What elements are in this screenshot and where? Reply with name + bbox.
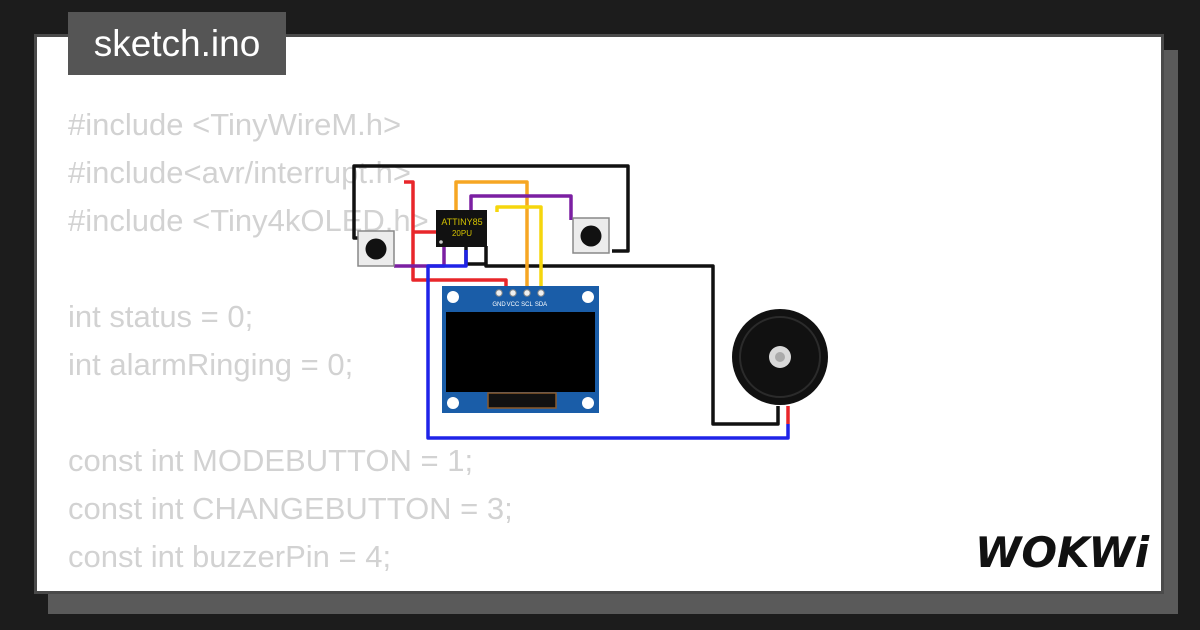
oled-pin-label: SDA [535, 302, 547, 308]
code-line: const int CHANGEBUTTON = 3; [68, 491, 513, 526]
wokwi-logo: WOKWi [975, 528, 1150, 577]
wire-blue [426, 250, 790, 440]
wire-orange-scl [454, 180, 529, 291]
wire-black-top [352, 164, 630, 253]
chip-label-line2: 20PU [452, 229, 472, 238]
code-line: int status = 0; [68, 299, 254, 334]
wire-purple-right [469, 194, 573, 220]
push-button-left[interactable] [357, 230, 395, 267]
oled-pin[interactable] [495, 289, 503, 297]
oled-pin[interactable] [537, 289, 545, 297]
chip-label-line1: ATTINY85 [441, 217, 482, 227]
push-button-right[interactable] [572, 217, 610, 254]
oled-pin-label: SCL [521, 302, 533, 308]
oled-pin-label: VCC [507, 302, 520, 308]
attiny85-chip[interactable]: ATTINY85 20PU [436, 210, 487, 247]
file-tab[interactable]: sketch.ino [68, 12, 286, 75]
code-line: int alarmRinging = 0; [68, 347, 354, 382]
code-line: #include <Tiny4kOLED.h> [68, 203, 429, 238]
code-line: const int MODEBUTTON = 1; [68, 443, 474, 478]
wire-red-vcc [404, 180, 508, 291]
wokwi-logo-text: WOKWi [975, 528, 1150, 577]
oled-pin[interactable] [509, 289, 517, 297]
oled-pin[interactable] [523, 289, 531, 297]
oled-pin-label: GND [492, 302, 506, 308]
wire-purple-left [394, 246, 446, 268]
buzzer[interactable] [732, 309, 828, 405]
code-line: #include <TinyWireM.h> [68, 107, 402, 142]
wire-yellow-sda [495, 205, 543, 291]
code-line: const int buzzerPin = 4; [68, 539, 392, 574]
wire-black-gnd [464, 246, 486, 266]
